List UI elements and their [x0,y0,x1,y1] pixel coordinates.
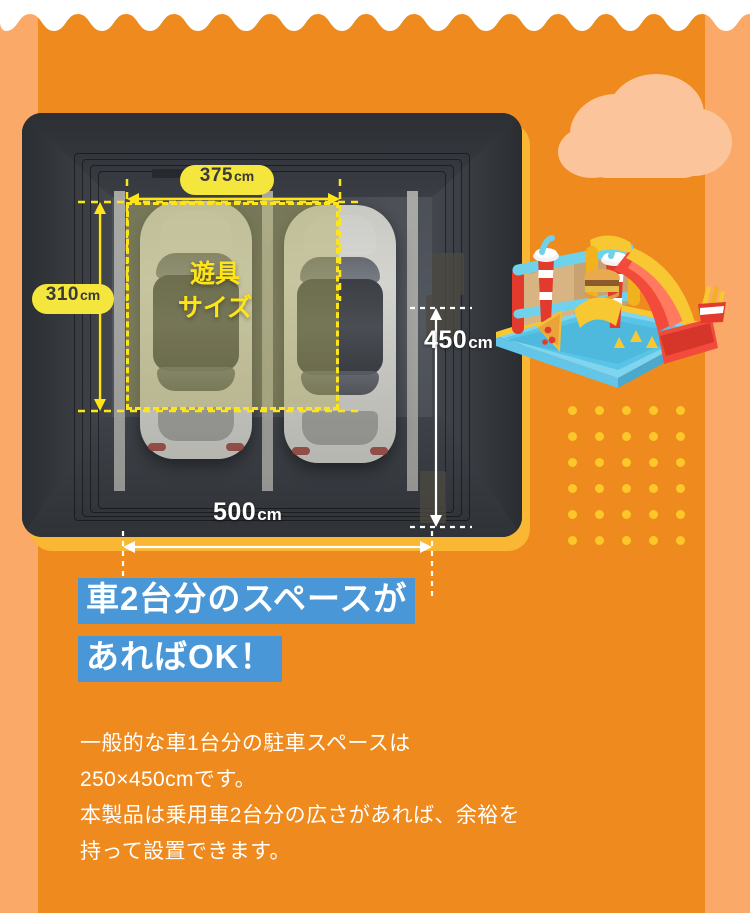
wall-fixture-1 [432,253,464,295]
body-copy: 一般的な車1台分の駐車スペースは 250×450cmです。 本製品は乗用車2台分… [80,726,690,870]
badge-375-unit: cm [233,168,255,184]
label-500-value: 500 [213,498,257,526]
label-450-value: 450 [424,326,468,354]
dimension-arrow-500 [118,531,448,607]
headline: 車2台分のスペースが あればOK！ [78,578,678,694]
garage-diagram [22,113,530,599]
badge-310-unit: cm [79,287,101,303]
parking-stripe-mid [262,191,273,491]
parking-stripe-right [407,191,418,491]
wave-top-edge [0,0,750,46]
body-line-3: 本製品は乗用車2台分の広さがあれば、余裕を [80,804,521,828]
equipment-size-line1: 遊具 [189,260,240,288]
headline-line-2-text: あればOK！ [78,635,282,682]
label-450-unit: cm [468,333,493,352]
wall-fixture-3 [420,471,446,523]
headline-line-1: 車2台分のスペースが [78,578,678,624]
body-line-4: 持って設置できます。 [80,840,291,864]
car-left [140,201,252,459]
product-image [478,218,728,393]
garage-frame-1 [74,153,470,521]
cloud-icon [556,72,732,180]
garage-frame-2 [82,159,462,517]
headline-line-1-text: 車2台分のスペースが [78,578,416,624]
garage-photo [22,113,522,537]
garage-frame-3 [90,165,454,513]
equipment-size-label: 遊具 サイズ [140,258,290,326]
badge-375-value: 375 [199,165,233,186]
dimension-arrow-450 [410,303,540,533]
dot-grid-decoration [568,406,703,562]
label-500-unit: cm [257,505,282,524]
equipment-footprint-fill [126,202,339,410]
equipment-size-line2: サイズ [177,293,253,322]
badge-310-value: 310 [45,284,79,305]
parking-stripe-left [114,191,125,491]
body-line-2: 250×450cmです。 [80,768,257,792]
garage-frame-4 [98,171,446,509]
equipment-footprint-outline [126,202,339,410]
body-line-1: 一般的な車1台分の駐車スペースは [80,732,411,755]
headline-line-2: あればOK！ [78,635,678,682]
